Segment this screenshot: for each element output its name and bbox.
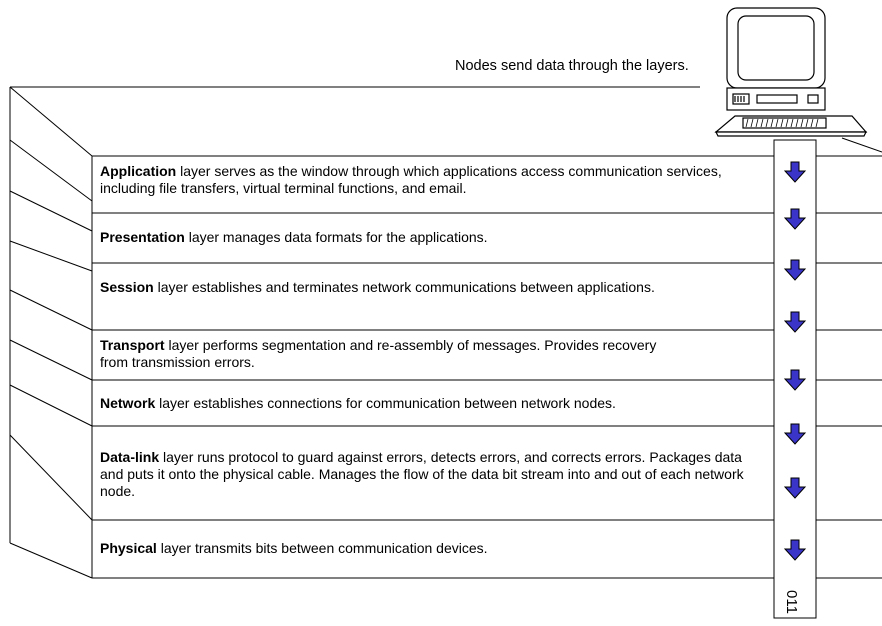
layer-data-link: Data-link layer runs protocol to guard a… [100, 449, 765, 500]
layer-name: Physical [100, 540, 157, 556]
layer-name: Application [100, 163, 177, 179]
layer-name: Transport [100, 337, 165, 353]
down-arrow-icon [783, 161, 807, 183]
layer-description: layer manages data formats for the appli… [184, 229, 488, 245]
layer-description: layer establishes and terminates network… [153, 279, 655, 295]
down-arrow-icon [783, 208, 807, 230]
layer-description: layer runs protocol to guard against err… [100, 449, 744, 499]
layer-name: Data-link [100, 449, 160, 465]
layer-name: Session [100, 279, 154, 295]
layer-separators [92, 155, 882, 521]
computer-terminal-icon [714, 7, 868, 137]
bit-stream-label: 011 [783, 590, 800, 614]
layer-description: layer performs segmentation and re-assem… [100, 337, 657, 370]
layer-network: Network layer establishes connections fo… [100, 395, 760, 412]
layer-name: Network [100, 395, 156, 411]
layer-stack-frame [9, 86, 882, 579]
layer-name: Presentation [100, 229, 185, 245]
down-arrow-icon [783, 259, 807, 281]
down-arrow-group [783, 161, 807, 561]
layer-physical: Physical layer transmits bits between co… [100, 540, 760, 557]
layer-description: layer serves as the window through which… [100, 163, 722, 196]
down-arrow-icon [783, 369, 807, 391]
down-arrow-icon [783, 539, 807, 561]
layer-description: layer establishes connections for commun… [155, 395, 616, 411]
down-arrow-icon [783, 423, 807, 445]
layer-transport: Transport layer performs segmentation an… [100, 337, 660, 371]
layer-application: Application layer serves as the window t… [100, 163, 760, 197]
down-arrow-icon [783, 477, 807, 499]
diagram-caption: Nodes send data through the layers. [455, 58, 689, 74]
layer-description: layer transmits bits between communicati… [156, 540, 488, 556]
down-arrow-icon [783, 311, 807, 333]
layer-session: Session layer establishes and terminates… [100, 279, 700, 296]
layer-presentation: Presentation layer manages data formats … [100, 229, 760, 246]
